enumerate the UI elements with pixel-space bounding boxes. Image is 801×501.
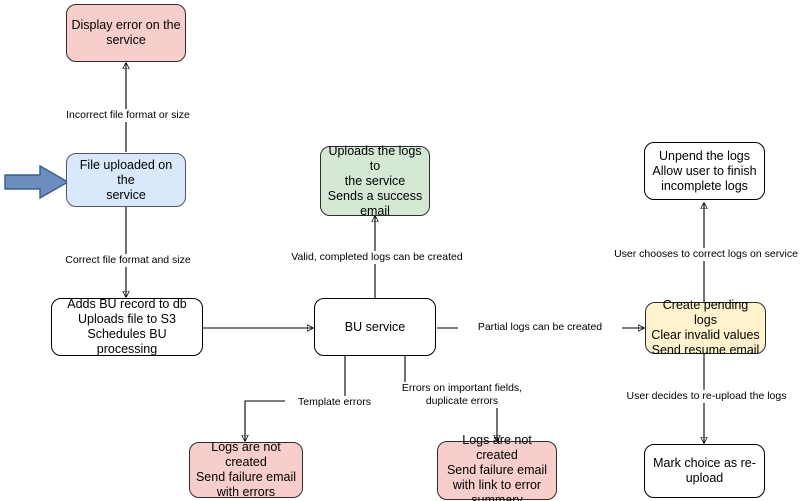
node-uploads-logs[interactable]: Uploads the logs to the service Sends a … [320,144,430,218]
node-bu-service[interactable]: BU service [314,298,436,356]
node-create-pending-logs[interactable]: Create pending logs Clear invalid values… [645,298,766,357]
edge-bu-service-to-logs-not-created-2 [404,355,497,441]
node-logs-not-created-2[interactable]: Logs are not created Send failure email … [437,433,557,501]
node-display-error[interactable]: Display error on the service [66,4,186,62]
node-file-uploaded[interactable]: File uploaded on the service [66,153,186,207]
edge-bu-service-to-logs-not-created-1 [245,355,346,441]
node-unpend-logs[interactable]: Unpend the logs Allow user to finish inc… [644,142,765,200]
node-adds-bu-record[interactable]: Adds BU record to db Uploads file to S3 … [51,297,203,356]
node-mark-choice[interactable]: Mark choice as re- upload [644,444,765,498]
node-logs-not-created-1[interactable]: Logs are not created Send failure email … [189,440,303,499]
entry-arrow-icon [4,164,70,200]
